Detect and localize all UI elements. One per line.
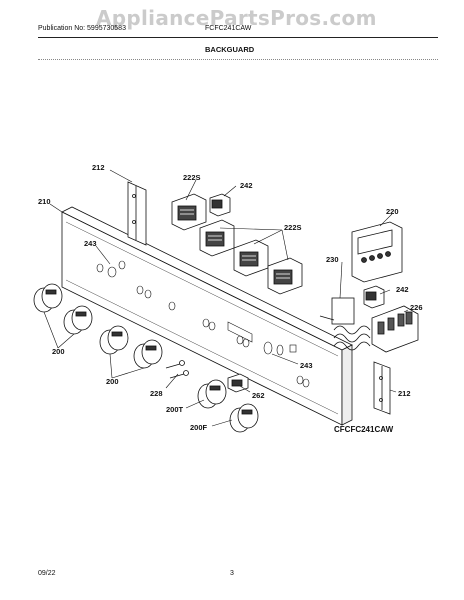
callout-228: 228: [150, 389, 163, 398]
callout-200t: 200T: [166, 405, 184, 414]
backguard-panel: [61, 206, 353, 426]
callout-242-right: 242: [396, 285, 409, 294]
callout-210: 210: [38, 197, 51, 206]
callout-212-bottom: 212: [398, 389, 411, 398]
callout-243-left: 243: [84, 239, 97, 248]
callout-200f: 200F: [190, 423, 208, 432]
screws-228: [165, 360, 189, 379]
leader-lines: [43, 169, 409, 427]
callout-212-top: 212: [92, 163, 105, 172]
callout-262: 262: [252, 391, 265, 400]
switches-222s: [171, 193, 303, 295]
footer-date: 09/22: [38, 570, 56, 577]
callout-226: 226: [410, 303, 423, 312]
title-rule: [38, 59, 438, 60]
callout-242-top: 242: [240, 181, 253, 190]
terminal-block-226: [371, 305, 419, 353]
bracket-212-top: [127, 181, 147, 246]
clock-220: [351, 221, 403, 283]
callout-222s-right: 222S: [284, 223, 302, 232]
thermostat-230: [319, 297, 371, 351]
header-rule: [38, 37, 438, 38]
callout-230: 230: [326, 255, 339, 264]
model-number: FCFC241CAW: [205, 25, 252, 32]
callout-222s-top: 222S: [183, 173, 201, 182]
callout-243-right: 243: [300, 361, 313, 370]
callout-200-a: 200: [52, 347, 65, 356]
watermark: AppliancePartsPros.com: [96, 6, 377, 30]
publication-number: Publication No: 5995730583: [38, 25, 126, 32]
knobs-200: [33, 283, 259, 433]
panel-holes: [96, 260, 310, 388]
callout-220: 220: [386, 207, 399, 216]
switch-242-right: [363, 285, 385, 309]
callout-200-b: 200: [106, 377, 119, 386]
page-number: 3: [230, 570, 234, 577]
section-title: BACKGUARD: [205, 45, 255, 54]
bracket-212-bottom: [373, 361, 391, 415]
switch-242-top: [209, 193, 231, 217]
diagram-model-code: CFCFC241CAW: [334, 425, 394, 434]
